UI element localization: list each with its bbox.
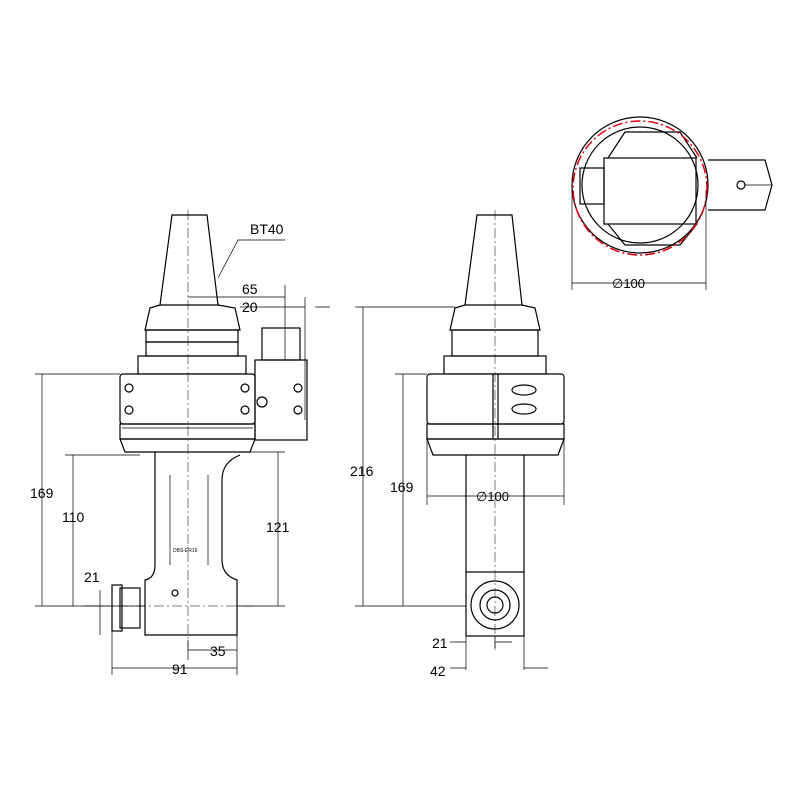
dim-21-front: 21	[432, 635, 448, 651]
dim-dia100-top: ∅100	[612, 276, 645, 291]
dim-dia100-front: ∅100	[476, 489, 509, 504]
dim-169-side: 169	[30, 485, 54, 501]
highlight-circle	[572, 120, 708, 256]
dim-20: 20	[242, 299, 258, 315]
front-view	[426, 210, 565, 650]
top-view: ∅100	[571, 116, 773, 291]
dim-21-side: 21	[84, 569, 100, 585]
dim-91: 91	[172, 661, 188, 677]
side-view: DBS-ER16	[100, 210, 308, 650]
dim-110: 110	[62, 509, 85, 525]
front-dimensions: 216 169 ∅100 21 42	[350, 306, 565, 679]
dim-65: 65	[242, 281, 258, 297]
dim-169-front: 169	[390, 479, 414, 495]
dim-35: 35	[210, 643, 226, 659]
dim-42: 42	[430, 663, 446, 679]
side-dimensions: BT40 65 20 169 110 121 21 35 91	[30, 221, 330, 677]
dim-216: 216	[350, 463, 374, 479]
taper-label: BT40	[250, 221, 284, 237]
body-label: DBS-ER16	[173, 548, 198, 554]
dim-121: 121	[266, 519, 290, 535]
